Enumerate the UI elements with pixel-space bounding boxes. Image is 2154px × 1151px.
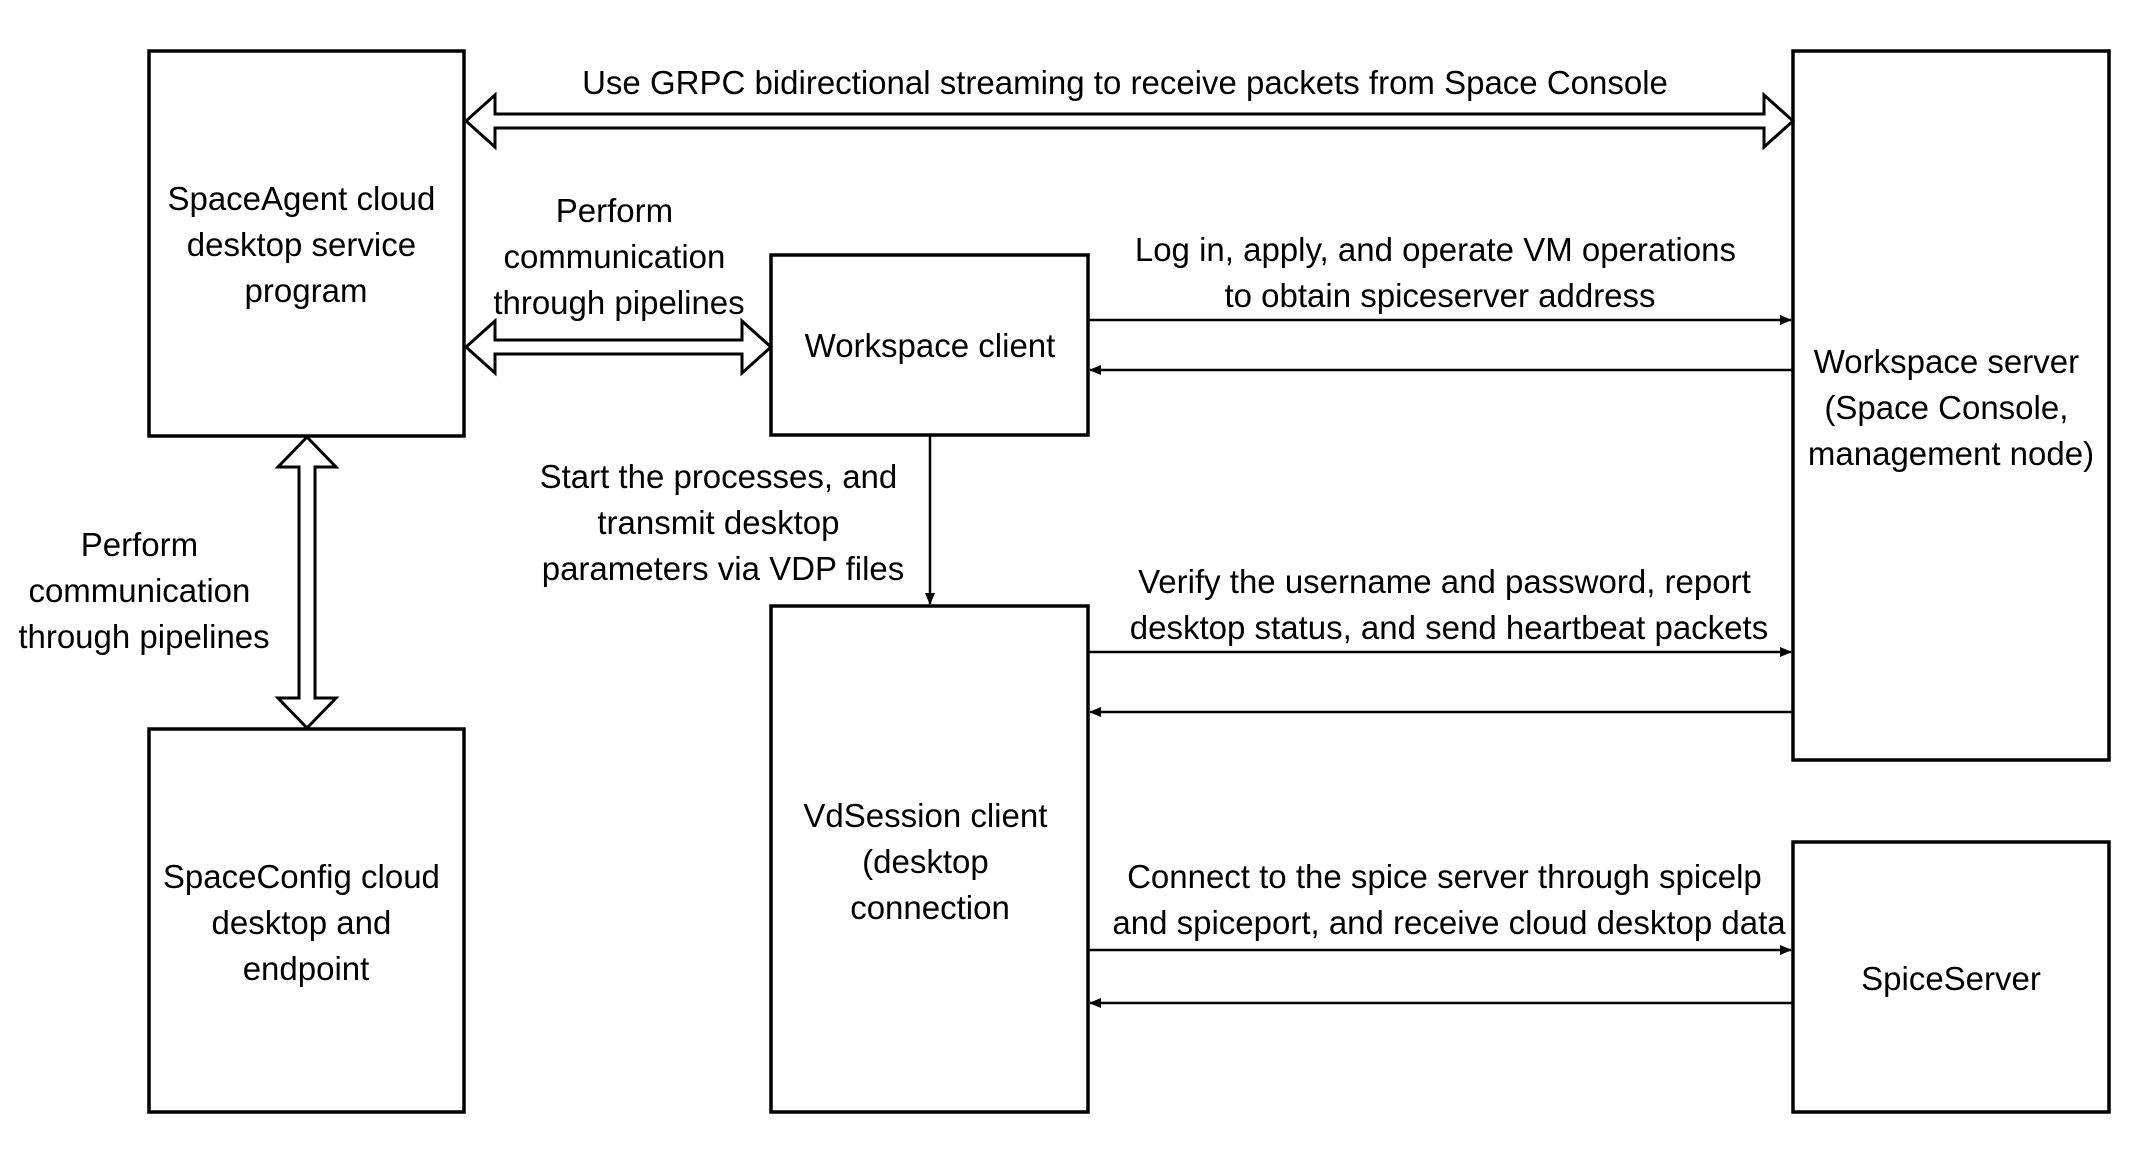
workspace-client-label: Workspace client [805, 327, 1056, 364]
vdsession-label: VdSession client (desktop connection [803, 797, 1056, 926]
login-label: Log in, apply, and operate VM operations… [1135, 231, 1745, 314]
grpc-label: Use GRPC bidirectional streaming to rece… [582, 64, 1668, 101]
workspace-server-label: Workspace server (Space Console, managem… [1808, 343, 2094, 472]
spiceserver-label: SpiceServer [1861, 960, 2041, 997]
pipeline-vertical-double-arrow [274, 434, 340, 731]
connect-label: Connect to the spice server through spic… [1112, 858, 1786, 941]
pipeline-horizontal-double-arrow [463, 317, 774, 377]
spiceserver-box [1791, 840, 2111, 1114]
grpc-double-arrow [463, 91, 1796, 151]
workspace-server-box [1791, 49, 2111, 762]
spaceagent-box [147, 49, 466, 438]
spaceconfig-box [147, 727, 466, 1114]
vdsession-box [769, 604, 1090, 1114]
pipeline-horizontal-label: Perform communication through pipelines [493, 192, 744, 321]
spaceconfig-label: SpaceConfig cloud desktop and endpoint [163, 858, 449, 987]
spaceagent-label: SpaceAgent cloud desktop service program [167, 180, 444, 309]
start-process-label: Start the processes, and transmit deskto… [540, 458, 907, 587]
pipeline-vertical-label: Perform communication through pipelines [18, 526, 269, 655]
workspace-client-box [769, 253, 1090, 437]
verify-label: Verify the username and password, report… [1130, 563, 1768, 646]
